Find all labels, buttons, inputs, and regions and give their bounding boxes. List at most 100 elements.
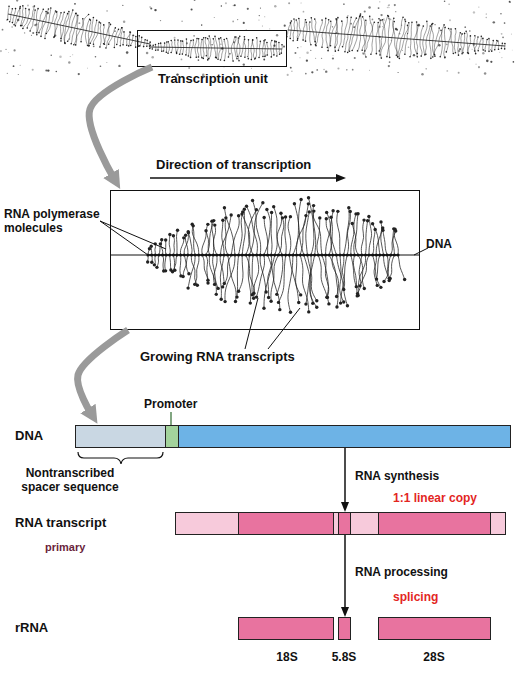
rna-fibril	[183, 255, 188, 277]
rna-fibril	[373, 224, 380, 255]
transcription-unit	[146, 196, 406, 314]
fibril-tip	[118, 29, 120, 31]
fibril-tip	[186, 230, 189, 233]
speckle	[87, 67, 89, 69]
polymerase-dot	[237, 253, 240, 256]
rna-fibril	[248, 40, 249, 49]
fibril-tip	[376, 284, 379, 287]
rna-fibril	[262, 41, 264, 49]
fibril-tip	[144, 39, 146, 41]
rna-fibril	[248, 255, 251, 303]
fibril-tip	[164, 42, 166, 44]
speckle	[306, 51, 308, 53]
node-heading: Transcription unit	[118, 72, 308, 86]
fibril-tip	[177, 39, 179, 41]
fibril-tip	[305, 19, 307, 21]
rna-fibril	[203, 38, 205, 48]
polymerase-dot	[375, 253, 378, 256]
fibril-tip	[220, 298, 223, 301]
speckle	[51, 54, 52, 55]
fibril-tip	[237, 214, 240, 217]
speckle	[310, 50, 311, 51]
fibril-tip	[63, 12, 65, 14]
fibril-tip	[25, 8, 27, 10]
fibril-tip	[266, 42, 268, 44]
fibril-tip	[261, 201, 264, 204]
fibril-tip	[321, 46, 323, 48]
fibril-tip	[146, 40, 148, 42]
speckle	[16, 0, 18, 2]
fibril-tip	[275, 293, 278, 296]
rna-fibril	[256, 255, 264, 297]
fibril-tip	[36, 34, 38, 36]
fibril-tip	[275, 41, 277, 43]
rna-fibril	[93, 33, 97, 44]
enlarged-view-box: Direction of transcription	[110, 190, 420, 330]
fibril-tip	[310, 44, 312, 46]
fibril-tip	[212, 38, 214, 40]
rna-fibril	[138, 36, 140, 42]
fibril-tip	[221, 219, 224, 222]
fibril-tip	[115, 27, 117, 29]
rna-fibril	[264, 218, 268, 255]
fibril-tip	[96, 20, 98, 22]
fibril-tip	[223, 39, 225, 41]
fibril-tip	[44, 38, 46, 40]
fibril-tip	[417, 24, 419, 26]
rna-fibril	[278, 218, 283, 255]
polymerase-dot	[353, 253, 356, 256]
polymerase-dot	[280, 253, 283, 256]
rna-fibril	[463, 43, 464, 53]
speckle	[297, 47, 298, 48]
fibril-tip	[434, 54, 436, 56]
fibril-tip	[315, 306, 318, 309]
rna-fibril	[135, 41, 136, 47]
fibril-tip	[150, 45, 152, 47]
fibril-tip	[448, 28, 450, 30]
fibril-tip	[369, 16, 371, 18]
fibril-tip	[341, 20, 343, 22]
fibril-tip	[276, 55, 278, 57]
rna-fibril	[61, 26, 63, 41]
speckle	[502, 37, 504, 39]
fibril-tip	[8, 5, 10, 7]
fibril-tip	[386, 56, 388, 58]
fibril-tip	[158, 43, 160, 45]
rna-fibril	[382, 16, 387, 37]
fibril-tip	[210, 219, 213, 222]
rna-fibril	[492, 41, 494, 45]
fibril-tip	[455, 28, 457, 30]
fibril-tip	[254, 58, 256, 60]
fibril-tip	[342, 288, 345, 291]
speckle	[311, 71, 313, 73]
speckle	[45, 70, 47, 72]
rna-fibril	[395, 38, 398, 57]
rna-fibril	[195, 255, 199, 284]
speckle	[388, 4, 390, 6]
speckle	[261, 25, 263, 27]
speckle	[323, 69, 324, 70]
speckle	[78, 73, 80, 75]
polymerase-dot	[266, 253, 269, 256]
rna-fibril	[352, 224, 358, 255]
rna-fibril	[185, 235, 188, 255]
fibril-tip	[379, 54, 381, 56]
speckle	[473, 11, 475, 13]
rna-fibril	[501, 46, 502, 49]
speckle	[6, 19, 7, 20]
fibril-tip	[262, 216, 265, 219]
rna-fibril	[12, 15, 13, 22]
speckle	[126, 51, 129, 54]
speckle	[325, 70, 327, 72]
polymerase-dot	[197, 253, 200, 256]
speckle	[372, 19, 374, 21]
fibril-tip	[119, 45, 121, 47]
rna-fibril	[347, 211, 350, 255]
fibril-tip	[347, 52, 349, 54]
fibril-tip	[388, 16, 390, 18]
rna-fibril	[478, 44, 480, 51]
fibril-tip	[335, 50, 337, 52]
leader-line	[414, 248, 428, 255]
rna-fibril	[100, 23, 102, 34]
rna-fibril	[371, 36, 373, 54]
